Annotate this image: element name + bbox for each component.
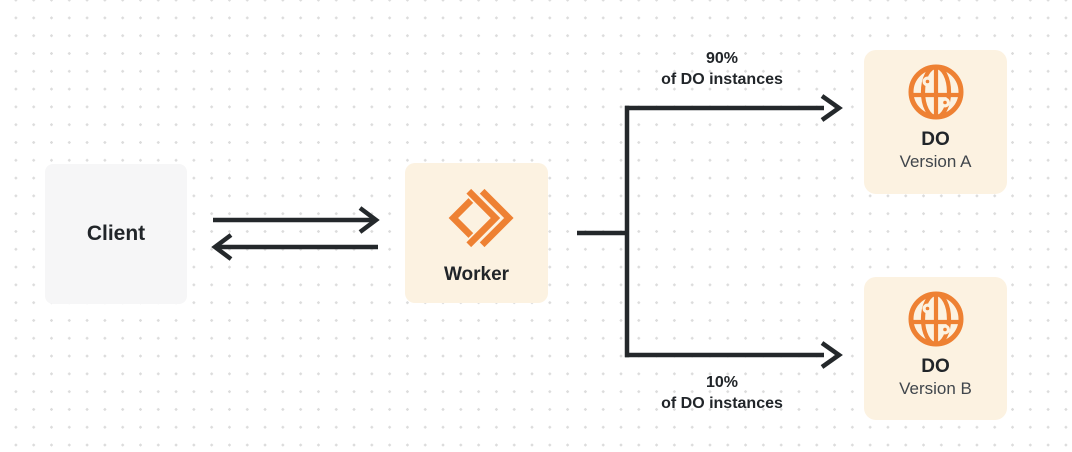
do-b-title: DO <box>921 356 950 377</box>
request-arrow-head <box>358 206 380 234</box>
durable-object-globe-icon <box>907 63 965 121</box>
response-arrow-head <box>211 233 233 261</box>
bottom-branch-label: 10% of DO instances <box>622 372 822 414</box>
node-do-version-b: DO Version B <box>864 277 1007 420</box>
top-branch-caption: of DO instances <box>661 71 783 88</box>
do-a-subtitle: Version A <box>899 152 972 171</box>
top-branch-label: 90% of DO instances <box>622 48 822 90</box>
bottom-branch-percent: 10% <box>705 374 739 391</box>
bottom-branch-caption: of DO instances <box>661 395 783 412</box>
do-a-title: DO <box>921 129 950 150</box>
node-do-version-a: DO Version A <box>864 50 1007 194</box>
client-label: Client <box>86 222 146 245</box>
top-branch-percent: 90% <box>705 50 739 67</box>
node-worker: Worker <box>405 163 548 303</box>
durable-object-globe-icon <box>907 290 965 348</box>
cloudflare-workers-icon <box>448 188 514 247</box>
worker-label: Worker <box>443 263 510 285</box>
do-b-subtitle: Version B <box>899 379 972 398</box>
branch-bottom-arrow-head <box>820 341 843 369</box>
node-client: Client <box>45 164 187 304</box>
branch-top-arrow-head <box>820 94 843 122</box>
